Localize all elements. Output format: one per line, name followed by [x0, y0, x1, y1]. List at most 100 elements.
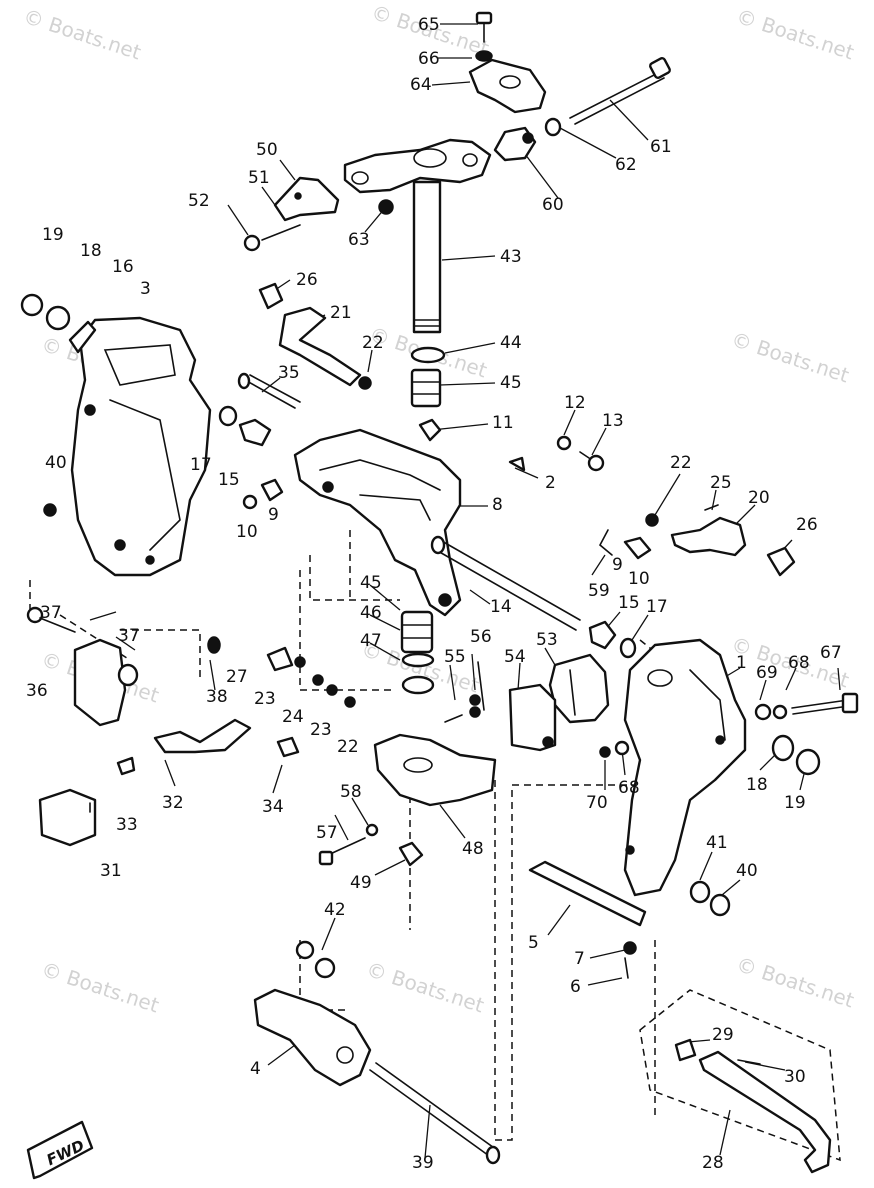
part-label-36: 36 — [26, 681, 48, 701]
part-43-shaft — [412, 180, 442, 334]
part-label-32: 32 — [162, 793, 184, 813]
part-6-screw — [624, 957, 629, 979]
part-label-10: 10 — [628, 569, 650, 589]
part-label-70: 70 — [586, 793, 608, 813]
part-22-nut-top — [358, 376, 372, 390]
part-46-bushing — [400, 610, 434, 654]
part-label-5: 5 — [528, 933, 539, 953]
part-21-lever — [278, 306, 362, 387]
part-label-8: 8 — [492, 495, 503, 515]
part-label-20: 20 — [748, 488, 770, 508]
part-1-clamp-bracket-right — [623, 638, 747, 897]
part-33-screw — [116, 756, 136, 776]
part-4-bracket — [253, 988, 372, 1087]
fwd-arrow — [26, 1120, 94, 1180]
part-10-left — [242, 494, 258, 510]
part-13-grease — [579, 451, 605, 472]
part-label-26: 26 — [296, 270, 318, 290]
part-39-rod — [369, 1062, 501, 1165]
part-label-59: 59 — [588, 581, 610, 601]
watermark-text: © Boats.net — [733, 4, 857, 65]
part-30 — [737, 1059, 761, 1065]
part-9-left — [260, 478, 284, 502]
part-3-clamp-bracket-left — [70, 316, 212, 577]
part-label-57: 57 — [316, 823, 338, 843]
part-label-61: 61 — [650, 137, 672, 157]
part-label-30: 30 — [784, 1067, 806, 1087]
part-label-14: 14 — [490, 597, 512, 617]
part-23-b — [326, 684, 338, 696]
part-29 — [674, 1038, 697, 1062]
part-label-69: 69 — [756, 663, 778, 683]
part-58-washer — [365, 823, 379, 837]
part-label-23: 23 — [254, 689, 276, 709]
part-17-right — [619, 637, 637, 659]
part-label-39: 39 — [412, 1153, 434, 1173]
watermark-text: © Boats.net — [363, 957, 487, 1018]
part-26-cap-right — [766, 546, 796, 577]
part-label-41: 41 — [706, 833, 728, 853]
part-66-washer — [475, 50, 493, 62]
part-23-a — [294, 656, 306, 668]
part-67-bolt — [791, 692, 859, 715]
part-label-62: 62 — [615, 155, 637, 175]
part-51-stud — [261, 224, 301, 241]
part-28-handle — [698, 1050, 832, 1174]
part-label-9: 9 — [268, 505, 279, 525]
part-20-lever — [670, 516, 747, 557]
part-label-4: 4 — [250, 1059, 261, 1079]
part-49 — [398, 841, 424, 867]
part-19-right — [795, 748, 821, 776]
part-label-42: 42 — [324, 900, 346, 920]
part-35-pin — [237, 372, 301, 409]
part-27 — [266, 646, 294, 672]
part-label-46: 46 — [360, 603, 382, 623]
part-59 — [598, 529, 613, 556]
part-68-small — [614, 740, 630, 756]
part-44-washer — [410, 346, 446, 364]
part-26-cap — [258, 282, 284, 310]
part-56-screw — [477, 661, 485, 711]
leader-lines — [89, 23, 841, 1159]
watermark-text: © Boats.net — [733, 952, 857, 1013]
part-45-bushing-upper — [410, 368, 442, 408]
part-label-18: 18 — [746, 775, 768, 795]
part-22-right — [645, 513, 659, 527]
part-34-cap — [276, 736, 300, 758]
part-label-50: 50 — [256, 140, 278, 160]
part-9-right — [623, 536, 652, 560]
part-16-left — [68, 320, 97, 354]
part-label-64: 64 — [410, 75, 432, 95]
part-25-pin — [704, 504, 719, 511]
part-label-11: 11 — [492, 413, 514, 433]
part-label-18: 18 — [80, 241, 102, 261]
part-42-b — [314, 957, 336, 979]
part-label-19: 19 — [784, 793, 806, 813]
part-55-bolt — [444, 714, 463, 723]
part-label-44: 44 — [500, 333, 522, 353]
steering-bracket-top — [343, 138, 492, 194]
part-label-7: 7 — [574, 949, 585, 969]
part-label-29: 29 — [712, 1025, 734, 1045]
part-label-51: 51 — [248, 168, 270, 188]
part-label-43: 43 — [500, 247, 522, 267]
part-label-13: 13 — [602, 411, 624, 431]
part-label-67: 67 — [820, 643, 842, 663]
part-label-40: 40 — [736, 861, 758, 881]
part-37-bolt-a — [26, 606, 76, 633]
part-63-grommet — [378, 199, 394, 215]
part-5-plate — [528, 860, 647, 927]
part-label-21: 21 — [330, 303, 352, 323]
part-15-left — [238, 418, 272, 447]
part-14-tube — [430, 535, 581, 631]
part-36-bracket — [73, 638, 127, 727]
part-label-53: 53 — [536, 630, 558, 650]
part-label-54: 54 — [504, 647, 526, 667]
part-label-31: 31 — [100, 861, 122, 881]
part-label-63: 63 — [348, 230, 370, 250]
part-label-26: 26 — [796, 515, 818, 535]
part-label-52: 52 — [188, 191, 210, 211]
part-label-34: 34 — [262, 797, 284, 817]
part-17-left — [218, 405, 238, 427]
